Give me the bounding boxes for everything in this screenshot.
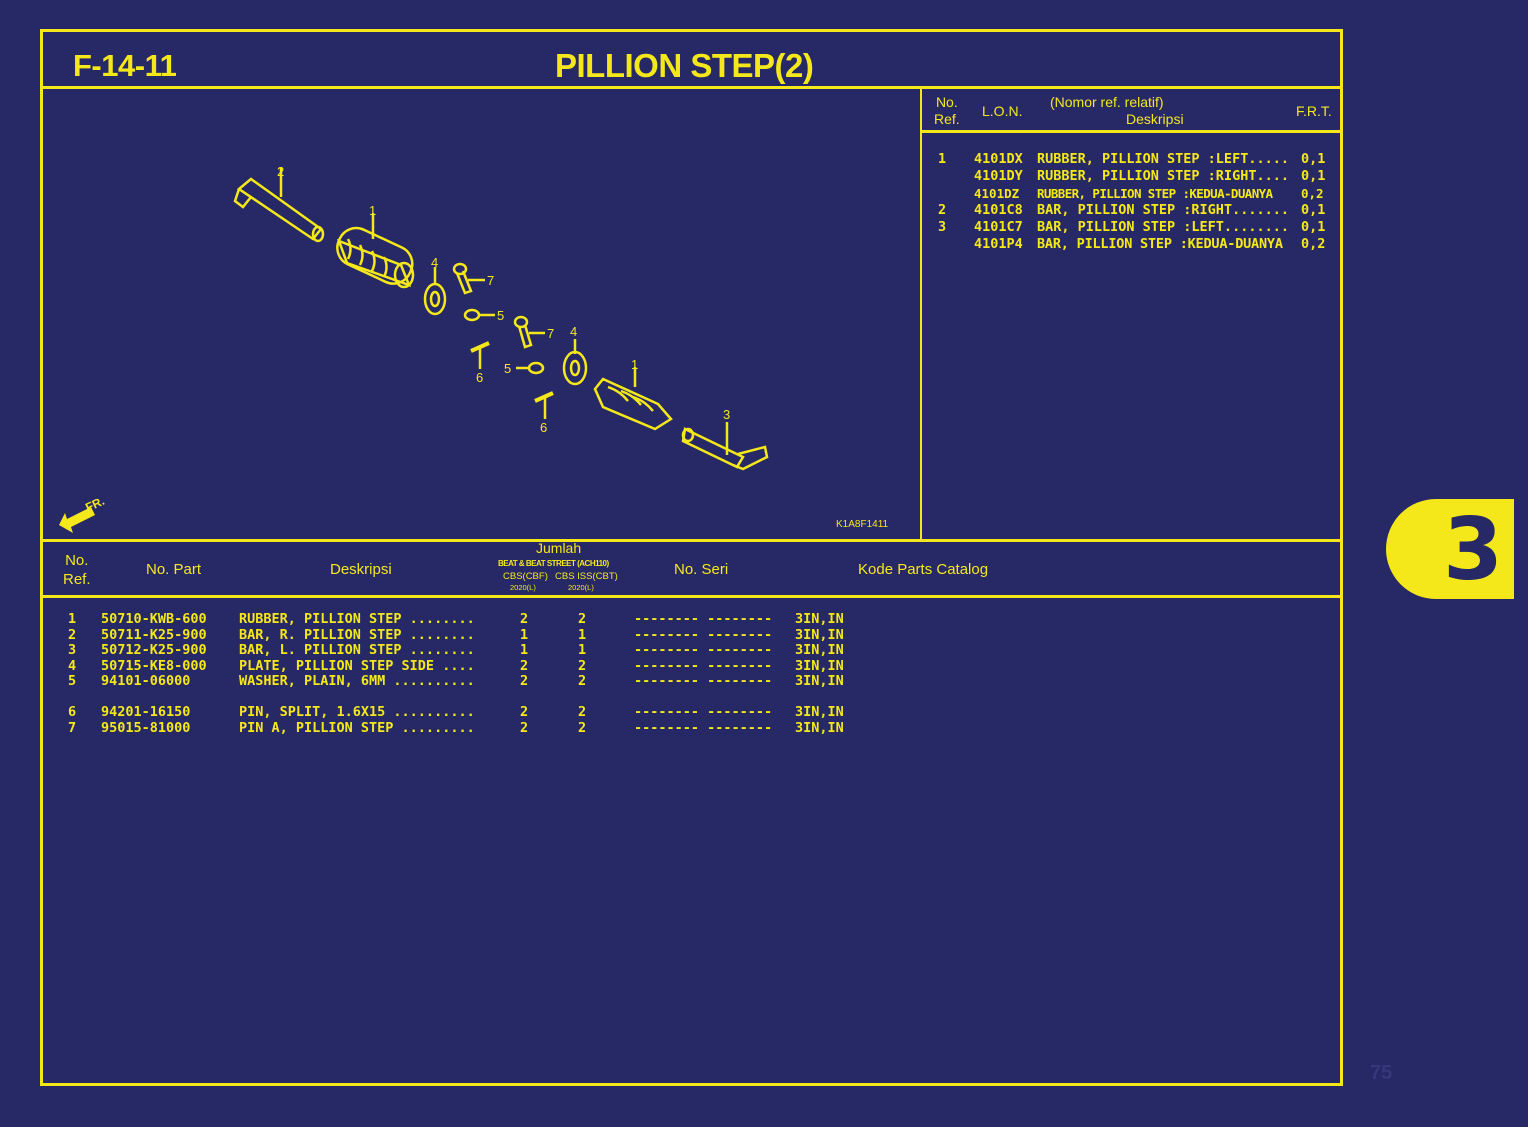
- callout-5b: 5: [504, 361, 511, 376]
- svg-text:FR.: FR.: [83, 494, 106, 515]
- header-no-ref: No. Ref.: [63, 552, 91, 588]
- callout-3: 3: [723, 407, 730, 422]
- callout-6: 6: [476, 370, 483, 385]
- rel-header-desc: Deskripsi: [1126, 111, 1184, 127]
- page-number: 75: [1370, 1062, 1393, 1084]
- header-model: BEAT & BEAT STREET (ACH110): [498, 559, 609, 568]
- vertical-divider: [920, 89, 922, 541]
- header-variant-2: CBS ISS(CBT): [555, 571, 618, 582]
- horizontal-divider: [43, 539, 1340, 542]
- callout-2: 2: [277, 164, 284, 179]
- callout-5: 5: [497, 308, 504, 323]
- pillion-step-diagram-icon: 2 1 4 7 5 7 4 6 5 1 6 3 FR.: [59, 164, 769, 533]
- callout-4b: 4: [570, 324, 577, 339]
- header-year-1: 2020(L): [510, 583, 536, 592]
- callout-7: 7: [487, 273, 494, 288]
- header-variant-1: CBS(CBF): [503, 571, 548, 582]
- header-qty: Jumlah: [536, 540, 582, 556]
- rel-header-lon: L.O.N.: [982, 103, 1023, 119]
- diagram-image-id: K1A8F1411: [836, 519, 889, 530]
- table-header-divider: [43, 595, 1340, 598]
- callout-7b: 7: [547, 326, 554, 341]
- exploded-diagram: 2 1 4 7 5 7 4 6 5 1 6 3 FR. K1A8F1411: [43, 89, 920, 541]
- figure-code: F-14-11: [73, 48, 177, 83]
- section-tab-number: 3: [1443, 500, 1503, 600]
- catalog-page-frame: F-14-11 PILLION STEP(2): [40, 29, 1343, 1086]
- rel-header-desc-top: (Nomor ref. relatif): [1050, 94, 1164, 110]
- header-part-no: No. Part: [146, 561, 202, 578]
- header-year-2: 2020(L): [568, 583, 594, 592]
- rel-header-frt: F.R.T.: [1296, 103, 1332, 119]
- section-tab: [1386, 499, 1514, 599]
- relative-table-header: No. Ref. L.O.N. (Nomor ref. relatif) Des…: [922, 89, 1343, 133]
- callout-1b: 1: [631, 357, 638, 372]
- callout-6b: 6: [540, 420, 547, 435]
- callout-1: 1: [369, 203, 376, 218]
- page-title: PILLION STEP(2): [555, 47, 814, 84]
- page-header: F-14-11 PILLION STEP(2): [43, 32, 1340, 89]
- front-arrow-icon: FR.: [59, 494, 107, 533]
- header-catalog: Kode Parts Catalog: [858, 561, 989, 578]
- header-desc: Deskripsi: [330, 561, 392, 578]
- rel-header-no-ref: No. Ref.: [934, 94, 960, 127]
- callout-4: 4: [431, 255, 438, 270]
- header-serial: No. Seri: [674, 561, 729, 578]
